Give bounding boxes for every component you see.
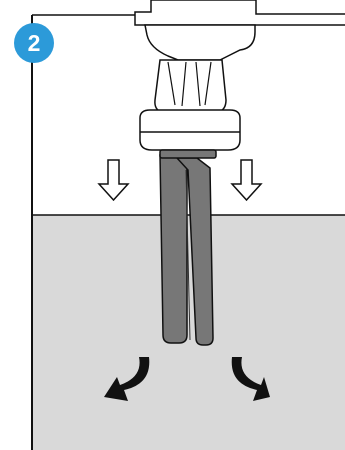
curved-arrow-icon <box>104 357 270 401</box>
step-number-label: 2 <box>27 29 41 56</box>
immersion-probe-device-icon <box>134 0 345 159</box>
probe-legs <box>159 154 214 346</box>
step-number-badge: 2 <box>14 23 54 63</box>
liquid-area <box>32 215 345 450</box>
hollow-down-arrow-icon <box>97 159 263 202</box>
